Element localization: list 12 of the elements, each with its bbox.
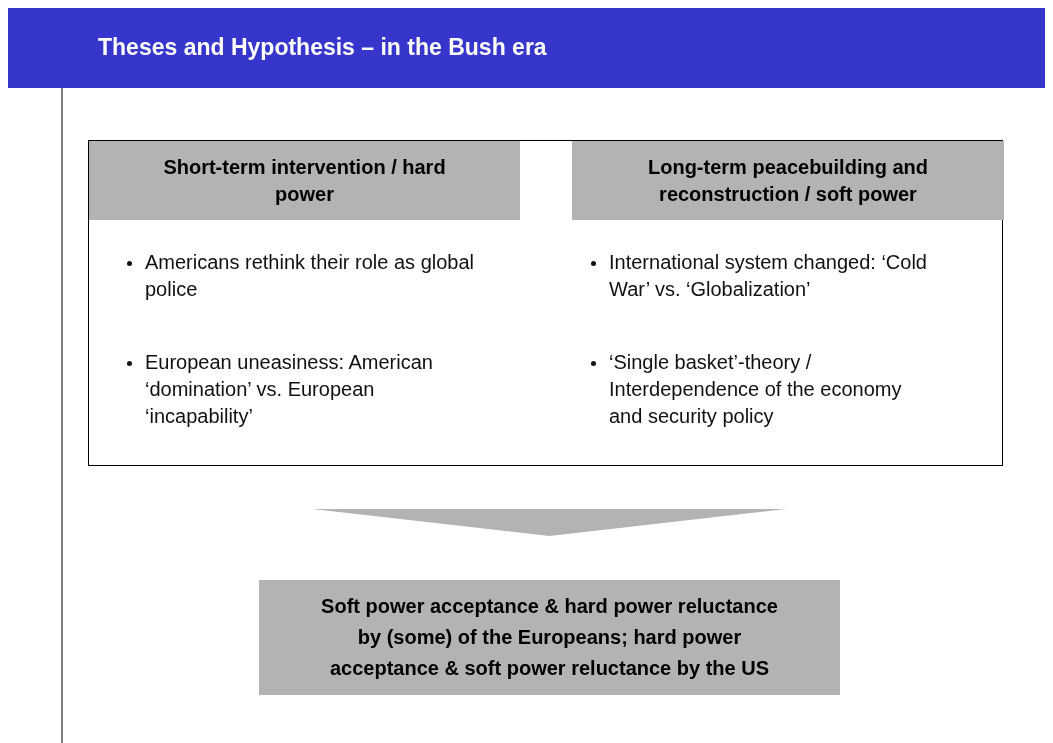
conclusion-text: Soft power acceptance & hard power reluctance by (some) of the Europeans; hard power acceptance & soft power reluctance by the US <box>320 594 779 681</box>
bullet-text: Americans rethink their role as global police <box>145 250 475 302</box>
conclusion-box <box>259 580 840 695</box>
column-header <box>572 141 1004 220</box>
bullet-text: International system changed: ‘Cold War’ vs. ‘Globalization’ <box>609 250 928 302</box>
bullet-text: ‘Single basket’-theory / Interdependence of the economy and security policy <box>609 350 903 429</box>
bullet-text: European uneasiness: American ‘domination’ vs. European ‘incapability’ <box>145 350 434 429</box>
title: Theses and Hypothesis – in the Bush era <box>98 34 547 61</box>
header-text: Short-term intervention / hard power <box>162 154 447 207</box>
header-text: Long-term peacebuilding and reconstruction / soft power <box>647 154 929 207</box>
content-box <box>88 140 1003 466</box>
column-header <box>89 141 520 220</box>
